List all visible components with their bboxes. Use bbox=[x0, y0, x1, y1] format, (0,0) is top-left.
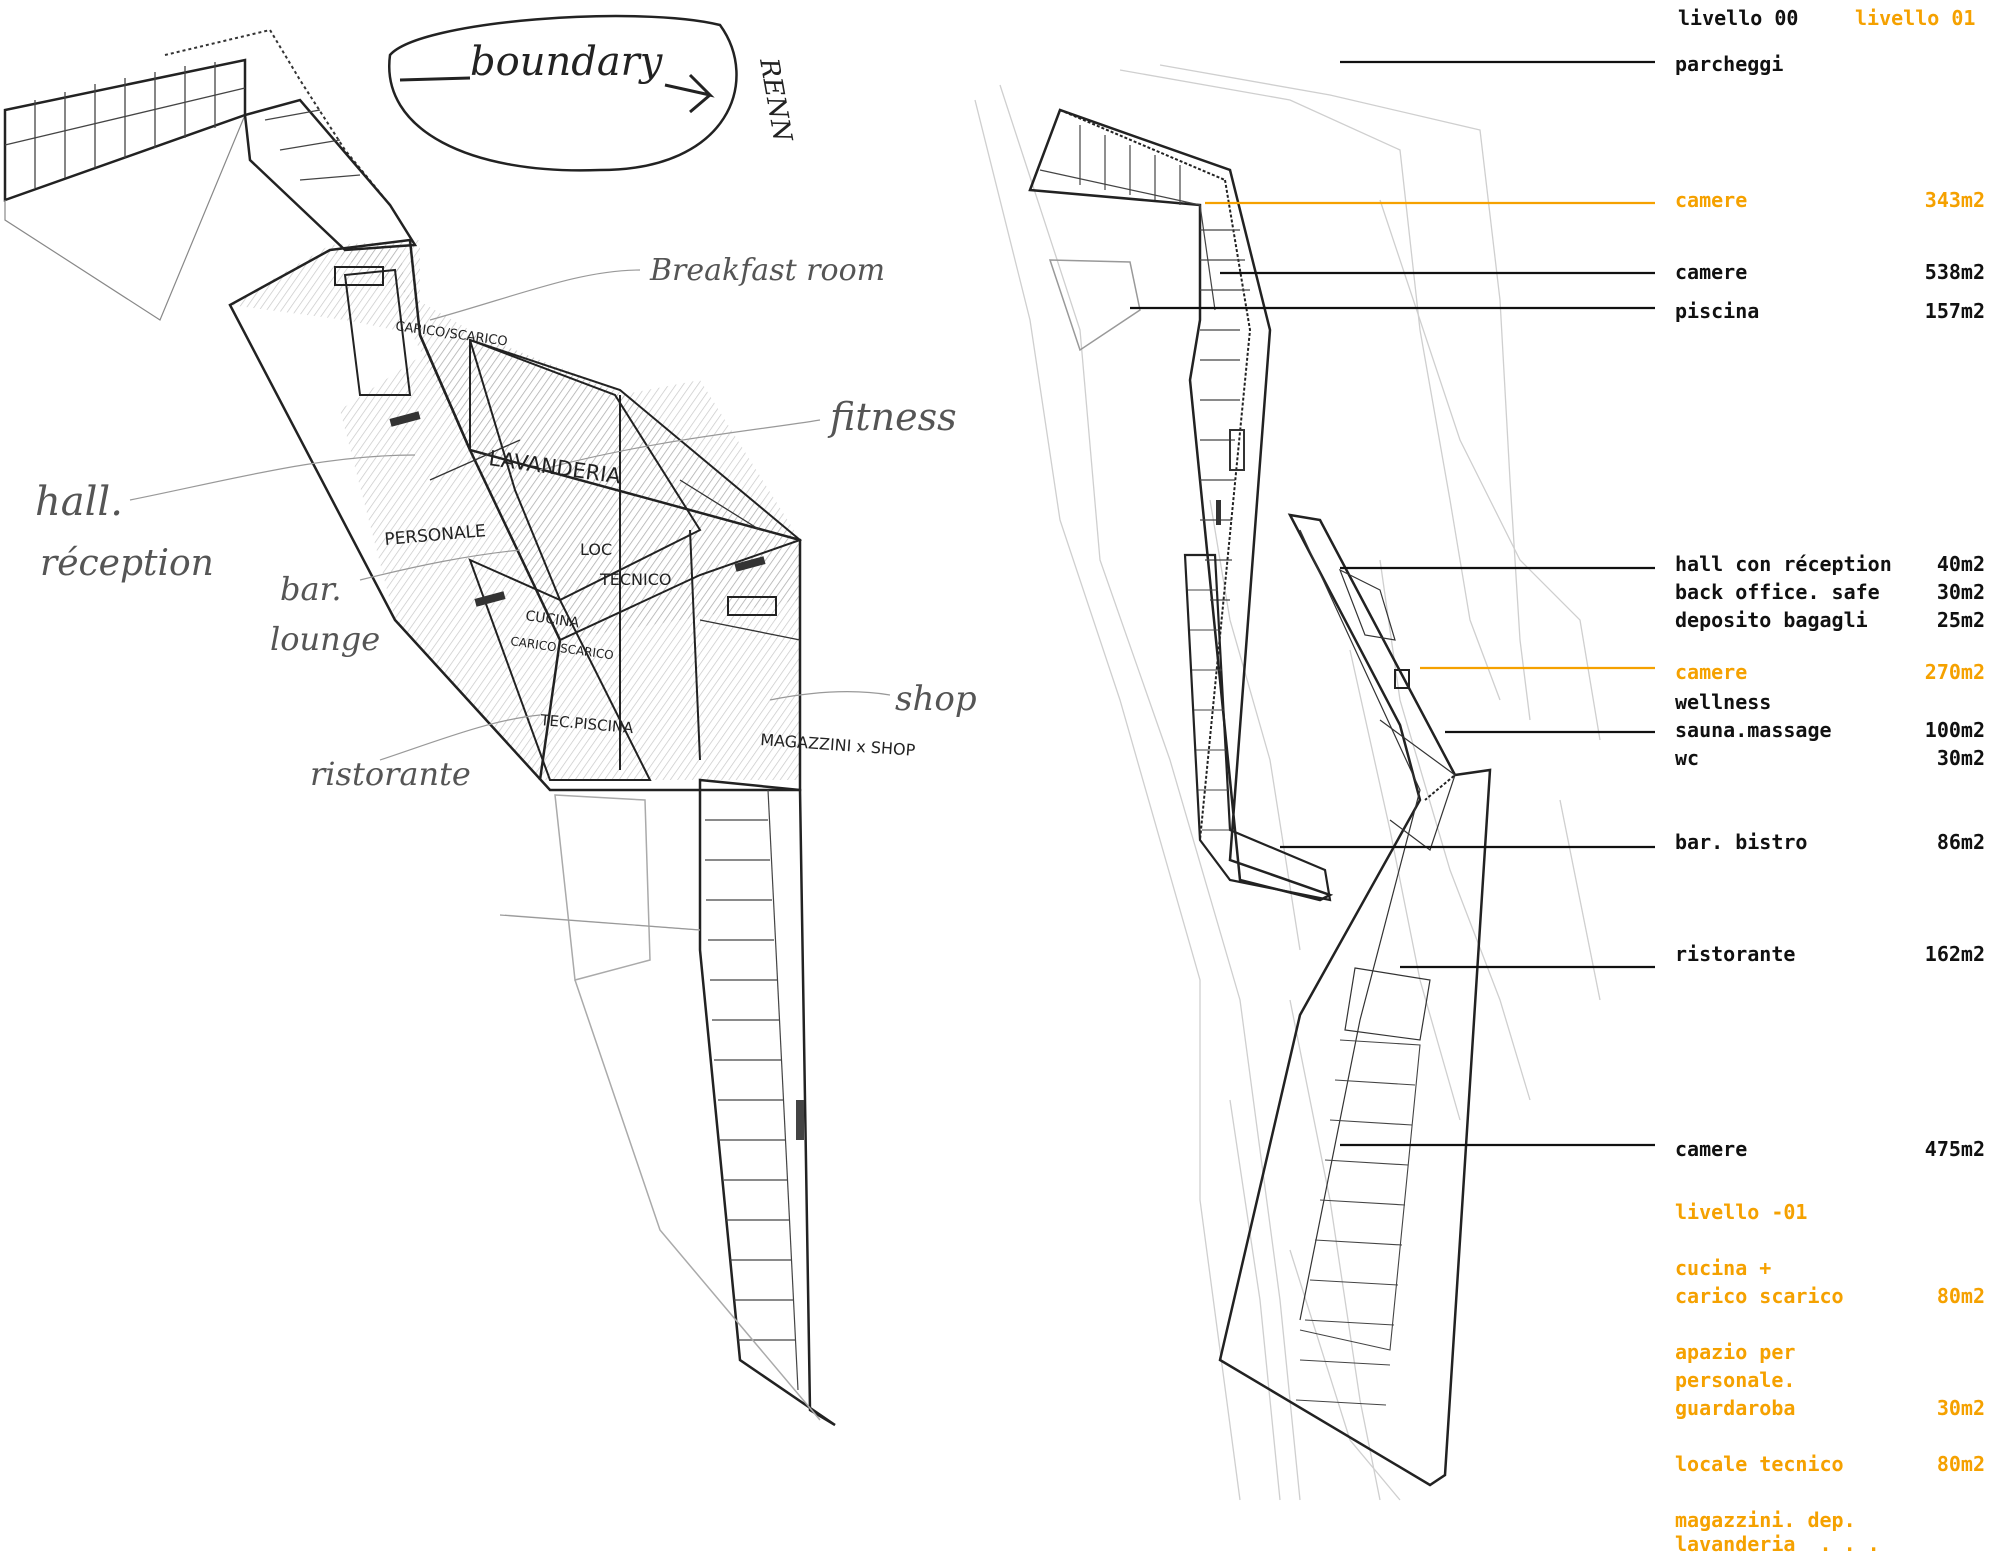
bar-area: 86m2 bbox=[1936, 830, 1985, 854]
sauna-row: sauna.massage 100m2 bbox=[1675, 716, 1985, 744]
inner-room bbox=[469, 338, 802, 642]
wc-area: 30m2 bbox=[1936, 746, 1985, 770]
inner-court bbox=[343, 268, 412, 396]
back-office-row: back office. safe 30m2 bbox=[1675, 578, 1985, 606]
south-wing bbox=[1218, 513, 1492, 1487]
rooms-b-area: 538m2 bbox=[1924, 260, 1985, 284]
sauna-label: sauna.massage bbox=[1675, 718, 1832, 742]
rooms-d-label: camere bbox=[1675, 1137, 1748, 1161]
tech-row: locale tecnico 80m2 bbox=[1675, 1450, 1985, 1478]
rooms-c-row: camere 270m2 bbox=[1675, 658, 1985, 686]
west-parking bbox=[1183, 553, 1332, 902]
fitness-note: fitness bbox=[827, 395, 957, 439]
kitchen-label: carico scarico bbox=[1675, 1284, 1844, 1308]
cad-plan bbox=[974, 60, 1655, 1501]
kitchen-area: 80m2 bbox=[1936, 1284, 1985, 1308]
luggage-label: deposito bagagli bbox=[1675, 608, 1868, 632]
north-rooms bbox=[1039, 125, 1250, 601]
staff-label: guardaroba bbox=[1675, 1396, 1796, 1420]
rooms-d-row: camere 475m2 bbox=[1675, 1135, 1985, 1163]
storage-line-1: magazzini. dep. bbox=[1675, 1508, 1856, 1532]
hall-note: hall. bbox=[35, 479, 123, 525]
ristorante-note: ristorante bbox=[310, 755, 471, 793]
pool-area: 157m2 bbox=[1924, 299, 1985, 323]
luggage-row: deposito bagagli 25m2 bbox=[1675, 606, 1985, 634]
level-01-title: livello 01 bbox=[1855, 6, 1976, 30]
reception-note: réception bbox=[40, 543, 214, 584]
bar-label: bar. bistro bbox=[1675, 830, 1808, 854]
bar-row: bar. bistro 86m2 bbox=[1675, 828, 1985, 856]
kitchen-line-1: cucina + bbox=[1675, 1256, 1772, 1280]
pool-row: piscina 157m2 bbox=[1675, 297, 1985, 325]
wc-row: wc 30m2 bbox=[1675, 744, 1985, 772]
staff-line-2: personale. bbox=[1675, 1368, 1796, 1392]
lounge-note: lounge bbox=[270, 620, 380, 658]
rename-note: RENN bbox=[753, 55, 798, 145]
restaurant-row: ristorante 162m2 bbox=[1675, 940, 1985, 968]
rooms-a-row: camere 343m2 bbox=[1675, 186, 1985, 214]
terrain-contours bbox=[974, 64, 1601, 1501]
hall-row: hall con réception 40m2 bbox=[1675, 550, 1985, 578]
hall-label: hall con réception bbox=[1675, 552, 1892, 576]
restaurant-area: 162m2 bbox=[1924, 942, 1985, 966]
site-outline-left bbox=[4, 114, 246, 321]
area-legend: livello 00 livello 01 parcheggi camere 34… bbox=[1660, 0, 2000, 1558]
wc-label: wc bbox=[1675, 746, 1700, 770]
north-wing bbox=[1028, 108, 1334, 902]
south-rooms bbox=[1295, 1039, 1421, 1406]
restaurant-label: ristorante bbox=[1675, 942, 1796, 966]
boundary-ellipse bbox=[388, 14, 738, 172]
level-m01-title: livello -01 bbox=[1675, 1200, 1808, 1224]
shaded-block-mid bbox=[340, 330, 800, 780]
level-00-title: livello 00 bbox=[1678, 6, 1799, 30]
pool-rect bbox=[468, 558, 652, 781]
rooms-c-area: 270m2 bbox=[1924, 660, 1985, 684]
leader-lines bbox=[1130, 60, 1655, 1147]
kitchen-row: carico scarico 80m2 bbox=[1675, 1282, 1985, 1310]
parking-label: parcheggi bbox=[1675, 52, 1784, 76]
rooms-a-label: camere bbox=[1675, 188, 1748, 212]
tech-area: 80m2 bbox=[1936, 1452, 1985, 1476]
rooms-b-label: camere bbox=[1675, 260, 1748, 284]
parking-stalls bbox=[4, 62, 246, 188]
main-body bbox=[228, 238, 802, 792]
back-office-label: back office. safe bbox=[1675, 580, 1880, 604]
rooms-b-row: camere 538m2 bbox=[1675, 258, 1985, 286]
sauna-area: 100m2 bbox=[1924, 718, 1985, 742]
pool-block bbox=[1048, 259, 1141, 352]
pool-label: piscina bbox=[1675, 299, 1760, 323]
rooms-d-area: 475m2 bbox=[1924, 1137, 1985, 1161]
hall-area: 40m2 bbox=[1936, 552, 1985, 576]
lower-ghost-shape bbox=[554, 794, 651, 981]
laundry-inner bbox=[468, 338, 702, 602]
breakfast-note: Breakfast room bbox=[649, 253, 885, 288]
lower-room-wing bbox=[698, 778, 836, 1427]
bar-note: bar. bbox=[280, 570, 342, 608]
sketch-plan: boundary RENN Breakfast room fitness hal… bbox=[3, 14, 977, 1427]
wellness-label: wellness bbox=[1675, 690, 1772, 714]
boundary-note: boundary bbox=[470, 39, 664, 85]
luggage-area: 25m2 bbox=[1936, 608, 1985, 632]
storage-line-2: lavanderia . . . bbox=[1675, 1532, 1880, 1556]
loc-label: LOC bbox=[580, 540, 612, 559]
staff-area: 30m2 bbox=[1936, 1396, 1985, 1420]
accent-leader-lines bbox=[1205, 201, 1655, 670]
upper-corridor bbox=[243, 98, 418, 252]
tecnico-label: TECNICO bbox=[599, 570, 672, 589]
rooms-c-label: camere bbox=[1675, 660, 1748, 684]
shop-note: shop bbox=[895, 679, 977, 719]
cucina-label: CUCINA bbox=[524, 608, 580, 631]
staff-line-1: apazio per bbox=[1675, 1340, 1796, 1364]
tech-label: locale tecnico bbox=[1675, 1452, 1844, 1476]
lower-rooms bbox=[705, 789, 799, 1391]
back-office-area: 30m2 bbox=[1936, 580, 1985, 604]
rooms-a-area: 343m2 bbox=[1924, 188, 1985, 212]
staff-row: guardaroba 30m2 bbox=[1675, 1394, 1985, 1422]
